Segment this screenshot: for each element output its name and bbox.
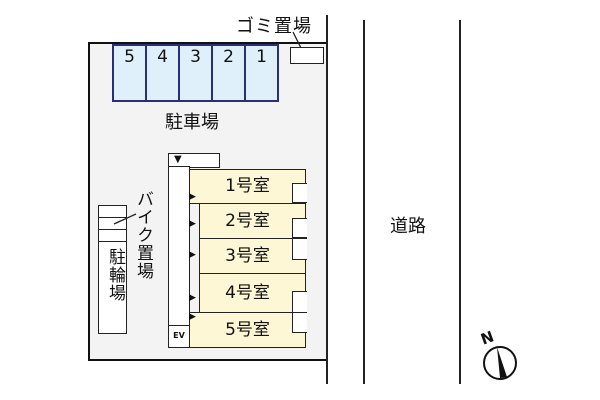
entry-arrow-icon: ▶	[189, 192, 196, 202]
garbage-area	[290, 47, 324, 64]
balcony	[292, 183, 307, 203]
room-2: 2号室	[199, 203, 306, 239]
entry-arrow-icon: ▶	[189, 250, 196, 260]
entry-arrow-icon: ▶	[189, 293, 196, 303]
balcony	[292, 238, 307, 260]
corridor	[168, 166, 190, 348]
parking-space: 5	[114, 46, 147, 100]
room-3: 3号室	[199, 238, 306, 274]
road-label: 道路	[390, 216, 426, 237]
room-label: 5号室	[225, 320, 270, 340]
stairs: ▼	[168, 153, 220, 168]
parking-label: 駐車場	[165, 112, 219, 133]
room-4: 4号室	[199, 273, 306, 313]
balcony	[292, 218, 307, 238]
parking-lot: 5 4 3 2 1	[112, 44, 279, 102]
north-compass-icon	[483, 346, 517, 380]
down-arrow-icon: ▼	[174, 154, 182, 165]
balcony	[292, 312, 307, 333]
entry-arrow-icon: ▶	[189, 219, 196, 229]
road-edge-right	[459, 20, 461, 384]
parking-space: 2	[213, 46, 246, 100]
road-edge-left	[363, 20, 365, 384]
room-1: 1号室	[189, 169, 306, 204]
room-label: 4号室	[225, 283, 270, 303]
room-label: 2号室	[225, 211, 270, 231]
entry-arrow-icon: ▶	[189, 312, 196, 322]
parking-space: 1	[256, 47, 267, 67]
leader-line-icon	[113, 213, 137, 225]
bicycle-parking-label: 駐輪場	[105, 248, 125, 302]
garbage-area-label: ゴミ置場	[236, 16, 312, 37]
room-label: 3号室	[225, 246, 270, 266]
room-5: 5号室	[189, 312, 306, 348]
bike-area-label: バイク置場	[133, 190, 153, 280]
parking-space: 3	[180, 46, 213, 100]
room-label: 1号室	[225, 176, 270, 196]
lot-boundary-line	[326, 15, 328, 384]
bicycle-parking: 駐輪場	[98, 205, 127, 334]
elevator: EV	[168, 325, 190, 348]
parking-space: 4	[147, 46, 180, 100]
balcony	[292, 291, 307, 313]
